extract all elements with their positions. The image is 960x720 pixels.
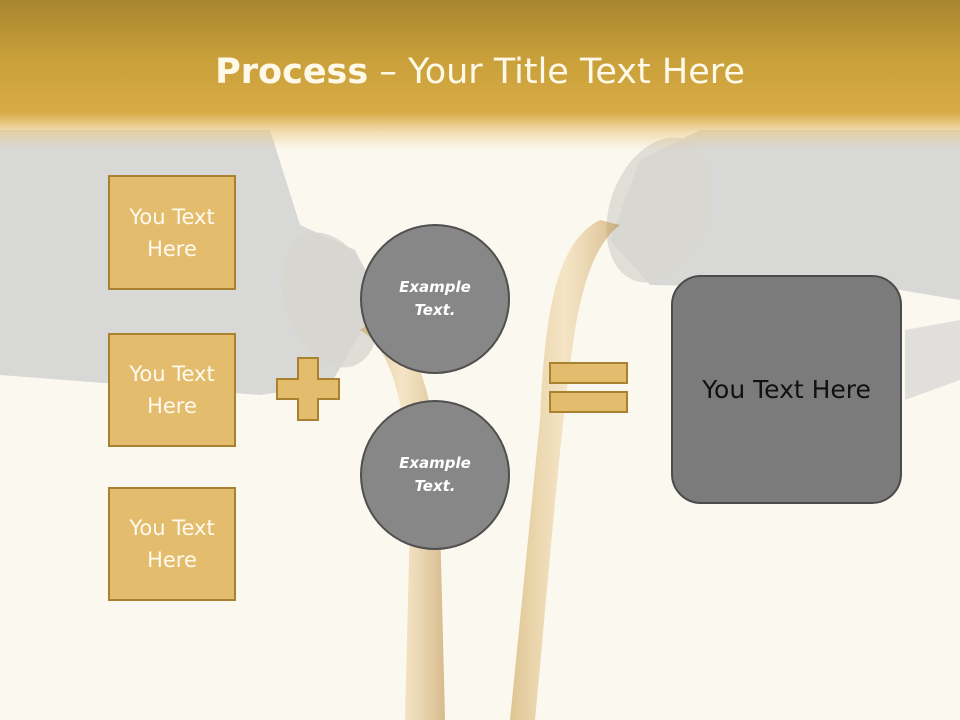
example-circle-1[interactable]: Example Text. — [360, 224, 510, 374]
plus-icon — [276, 357, 340, 421]
oil-stream-right — [510, 220, 620, 720]
result-box[interactable]: You Text Here — [671, 275, 902, 504]
result-box-label: You Text Here — [702, 375, 871, 404]
text-box-1-label: You Text Here — [129, 204, 215, 261]
text-box-2-label: You Text Here — [129, 362, 215, 418]
title-bold: Process — [215, 52, 369, 92]
text-box-2[interactable]: You Text Here — [108, 333, 236, 447]
right-jug-spout — [606, 137, 714, 283]
left-jug-spout — [281, 232, 379, 368]
text-box-1[interactable]: You Text Here — [108, 175, 236, 290]
equals-icon — [549, 362, 628, 413]
text-box-3[interactable]: You Text Here — [108, 487, 236, 601]
text-box-3-label: You Text Here — [129, 516, 215, 572]
example-circle-2-label: Example Text. — [399, 454, 471, 495]
example-circle-1-label: Example Text. — [399, 278, 471, 319]
title-bar — [0, 0, 960, 150]
slide-title: Process – Your Title Text Here — [0, 52, 960, 92]
title-dash: – — [368, 52, 408, 92]
title-rest: Your Title Text Here — [407, 52, 745, 92]
example-circle-2[interactable]: Example Text. — [360, 400, 510, 550]
